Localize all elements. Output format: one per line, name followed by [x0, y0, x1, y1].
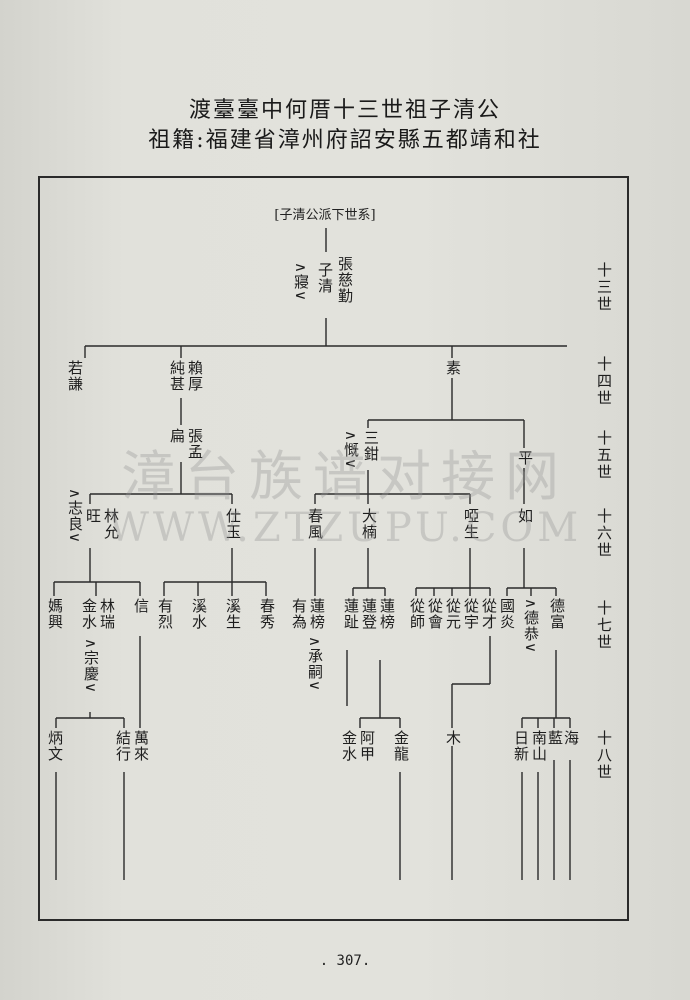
person-bingwen: 炳文 — [46, 730, 64, 762]
person-youwei: 有為 — [290, 598, 308, 630]
person-congcai: 從才 — [480, 598, 498, 630]
person-youlie: 有烈 — [156, 598, 174, 630]
generation-13: 十三世 — [595, 262, 613, 313]
person-chunfeng: 春風 — [306, 508, 324, 540]
person-zhang-ciqin: 張慈勤 — [336, 256, 354, 304]
person-lianzhi: 蓮趾 — [342, 598, 360, 630]
person-lan: 藍 — [546, 730, 564, 746]
person-linyun: 林允 — [102, 508, 120, 540]
person-lianbang-a: 蓮榜 — [308, 598, 326, 630]
person-hai: 海 — [562, 730, 580, 746]
person-mu: 木 — [444, 730, 462, 746]
person-maxing: 媽興 — [46, 598, 64, 630]
person-congshi: 從師 — [408, 598, 426, 630]
person-ruoqian: 若謙 — [66, 360, 84, 392]
person-wang: 旺 — [84, 508, 102, 524]
generation-17: 十七世 — [595, 600, 613, 651]
person-ziqing-alias: ∧寢∨ — [292, 262, 310, 302]
person-su: 素 — [444, 360, 462, 376]
person-laihou: 賴厚 — [186, 360, 204, 392]
person-jinshui-18: 金水 — [340, 730, 358, 762]
generation-14: 十四世 — [595, 356, 613, 407]
person-conghui: 從會 — [426, 598, 444, 630]
person-wanlai: 萬來 — [132, 730, 150, 762]
person-ajia: 阿甲 — [358, 730, 376, 762]
person-congyu: 從宇 — [462, 598, 480, 630]
person-shiyu: 仕玉 — [224, 508, 242, 540]
person-chunshen: 純甚 — [168, 360, 186, 392]
person-xin: 信 — [132, 598, 150, 614]
person-defu: 德富 — [548, 598, 566, 630]
person-danan: 大楠 — [360, 508, 378, 540]
person-yasheng: 啞生 — [462, 508, 480, 540]
person-xisheng: 溪生 — [224, 598, 242, 630]
person-jinlong: 金龍 — [392, 730, 410, 762]
document-subtitle: 祖籍:福建省漳州府詔安縣五都靖和社 — [148, 128, 542, 153]
person-bian: 扁 — [168, 428, 186, 444]
person-jiexing: 結行 — [114, 730, 132, 762]
document-title: 渡臺臺中何厝十三世祖子清公 — [188, 98, 501, 123]
generation-15: 十五世 — [595, 430, 613, 481]
person-sanqian: 三鉗 — [362, 430, 380, 462]
page-number: . 307. — [319, 953, 371, 969]
person-nanshan: 南山 — [530, 730, 548, 762]
generation-18: 十八世 — [595, 730, 613, 781]
person-degong: ∧德恭∨ — [522, 598, 540, 654]
person-xishui: 溪水 — [190, 598, 208, 630]
generation-16: 十六世 — [595, 508, 613, 559]
person-chunxiu: 春秀 — [258, 598, 276, 630]
person-linrui: 林瑞 — [98, 598, 116, 630]
person-lianbang-b: 蓮榜 — [378, 598, 396, 630]
person-liandeng: 蓮登 — [360, 598, 378, 630]
person-ru: 如 — [516, 508, 534, 524]
person-ping: 平 — [516, 450, 534, 466]
person-congyuan: 從元 — [444, 598, 462, 630]
person-sanqian-alias: ∧慨∨ — [342, 430, 360, 470]
person-guoyan: 國炎 — [498, 598, 516, 630]
lineage-header: [子清公派下世系] — [274, 208, 376, 223]
person-rixin: 日新 — [512, 730, 530, 762]
person-zhiliang: ∧志良∨ — [66, 488, 84, 544]
person-zhangmeng: 張孟 — [186, 428, 204, 460]
person-zongqing: ∧宗慶∨ — [82, 638, 100, 694]
person-ziqing: 子清 — [316, 262, 334, 294]
genealogy-frame — [38, 176, 629, 921]
person-jinshui: 金水 — [80, 598, 98, 630]
person-chengsi: ∧承嗣∨ — [306, 636, 324, 692]
